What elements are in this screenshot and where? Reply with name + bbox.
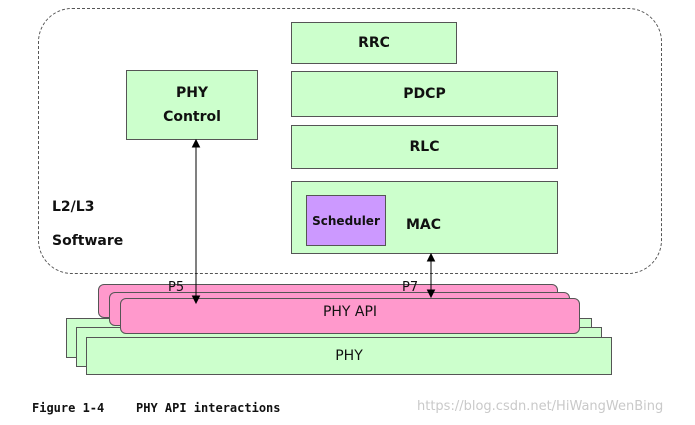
pdcp-block: PDCP — [291, 71, 558, 117]
p7-arrowhead-down — [426, 289, 436, 299]
rrc-label: RRC — [358, 35, 390, 51]
figure-title: PHY API interactions — [136, 401, 281, 415]
scheduler-block: Scheduler — [306, 195, 386, 246]
scheduler-label: Scheduler — [312, 213, 380, 228]
p5-interface-label: P5 — [168, 280, 185, 295]
watermark: https://blog.csdn.net/HiWangWenBing — [417, 399, 664, 414]
p5-arrowhead-up — [191, 138, 201, 148]
phy-block: PHY — [86, 337, 612, 375]
figure-number: Figure 1-4 — [32, 401, 105, 415]
phy-api-block: PHY API — [120, 298, 580, 334]
mac-block: Scheduler MAC — [291, 181, 558, 254]
phy-api-label: PHY API — [322, 304, 378, 320]
pdcp-label: PDCP — [403, 86, 446, 102]
rlc-block: RLC — [291, 125, 558, 169]
rrc-block: RRC — [291, 22, 457, 64]
p5-arrowhead-down — [191, 295, 201, 305]
software-label: Software — [52, 233, 124, 249]
rlc-label: RLC — [409, 139, 440, 155]
phy-control-block: PHY Control — [126, 70, 258, 140]
p7-arrowhead-up — [426, 252, 436, 262]
mac-label: MAC — [406, 217, 442, 233]
phy-control-line1: PHY — [175, 84, 209, 101]
l2l3-label: L2/L3 — [52, 199, 95, 215]
phy-control-line2: Control — [163, 109, 221, 125]
p7-interface-label: P7 — [402, 280, 419, 295]
phy-label: PHY — [335, 348, 363, 364]
